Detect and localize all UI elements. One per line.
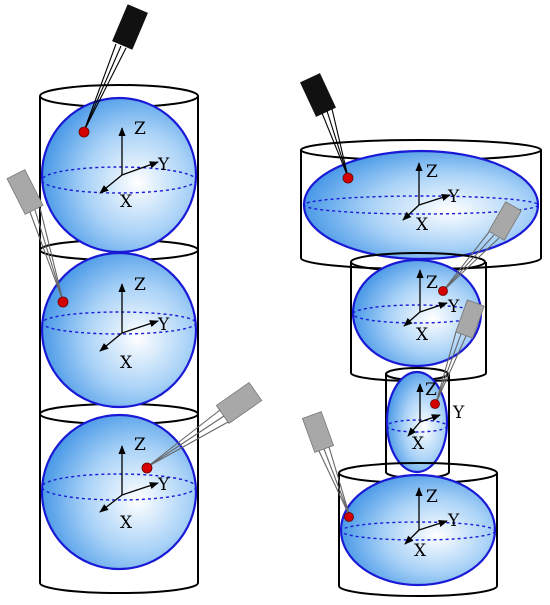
right-y-label-2: Y <box>447 297 460 317</box>
right-cylinder-4 <box>338 462 498 597</box>
right-z-label-3: Z <box>425 380 437 400</box>
left-equator-2 <box>41 311 197 335</box>
left-x-label-1: X <box>120 192 133 212</box>
right-equator-4 <box>340 521 496 541</box>
right-sensor-1 <box>300 73 354 184</box>
right-sphere-3 <box>385 370 449 474</box>
right-y-label-3: Y <box>452 403 465 423</box>
left-y-label-1: Y <box>157 155 170 175</box>
right-equator-3 <box>386 419 448 433</box>
left-sensor-1 <box>78 4 148 138</box>
right-marker-4 <box>344 512 354 522</box>
right-marker-2 <box>438 286 448 296</box>
left-sensor-2 <box>6 169 69 308</box>
right-x-label-4: X <box>414 541 427 561</box>
right-axes-2: Z Y X <box>403 269 460 345</box>
right-sphere-4 <box>339 473 497 587</box>
right-cell-2: Z Y X <box>351 258 483 368</box>
right-axes-4: Z Y X <box>404 487 460 561</box>
left-marker-3 <box>141 462 153 474</box>
left-z-label-1: Z <box>134 119 146 139</box>
right-axes-3: Z Y X <box>407 380 465 454</box>
left-equator-3 <box>41 473 197 501</box>
right-marker-1 <box>342 172 354 184</box>
left-stack: Z Y X Z Y X <box>6 4 263 594</box>
left-y-label-3: Y <box>157 475 170 495</box>
left-cell-1: Z Y X <box>40 96 198 254</box>
right-cell-4: Z Y X <box>339 473 497 587</box>
right-marker-3 <box>430 399 440 409</box>
left-y-label-2: Y <box>157 315 170 335</box>
left-sphere-1 <box>40 96 198 254</box>
left-marker-1 <box>78 126 90 138</box>
left-sphere-3 <box>40 413 198 571</box>
left-x-label-2: X <box>120 353 133 373</box>
right-y-label-4: Y <box>447 511 460 531</box>
left-z-label-3: Z <box>134 435 146 455</box>
right-z-label-1: Z <box>426 162 438 182</box>
left-cell-2: Z Y X <box>40 251 198 409</box>
left-axes-1: Z Y X <box>99 119 170 212</box>
right-x-label-2: X <box>416 325 429 345</box>
right-z-label-4: Z <box>426 487 438 507</box>
right-axes-1: Z Y X <box>402 162 460 235</box>
right-stack: Z Y X Z Y X <box>300 73 542 597</box>
right-equator-1 <box>303 195 539 215</box>
right-sensor-3 <box>430 299 485 409</box>
right-cell-1: Z Y X <box>302 149 540 261</box>
right-x-label-3: X <box>412 434 425 454</box>
right-z-label-2: Z <box>426 273 438 293</box>
right-x-label-1: X <box>416 215 429 235</box>
right-sphere-2 <box>351 258 483 368</box>
right-sensor-4 <box>301 411 354 522</box>
left-sphere-2 <box>40 251 198 409</box>
right-y-label-1: Y <box>447 187 460 207</box>
right-sensor-2 <box>438 201 522 296</box>
left-marker-2 <box>57 296 69 308</box>
left-cell-3: Z Y X <box>40 413 198 571</box>
left-axes-2: Z Y X <box>99 275 170 373</box>
left-equator-1 <box>41 166 197 194</box>
left-axes-3: Z Y X <box>99 435 170 533</box>
left-x-label-3: X <box>120 513 133 533</box>
left-sensor-3 <box>141 381 263 474</box>
right-cell-3: Z Y X <box>385 370 465 474</box>
left-z-label-2: Z <box>134 275 146 295</box>
